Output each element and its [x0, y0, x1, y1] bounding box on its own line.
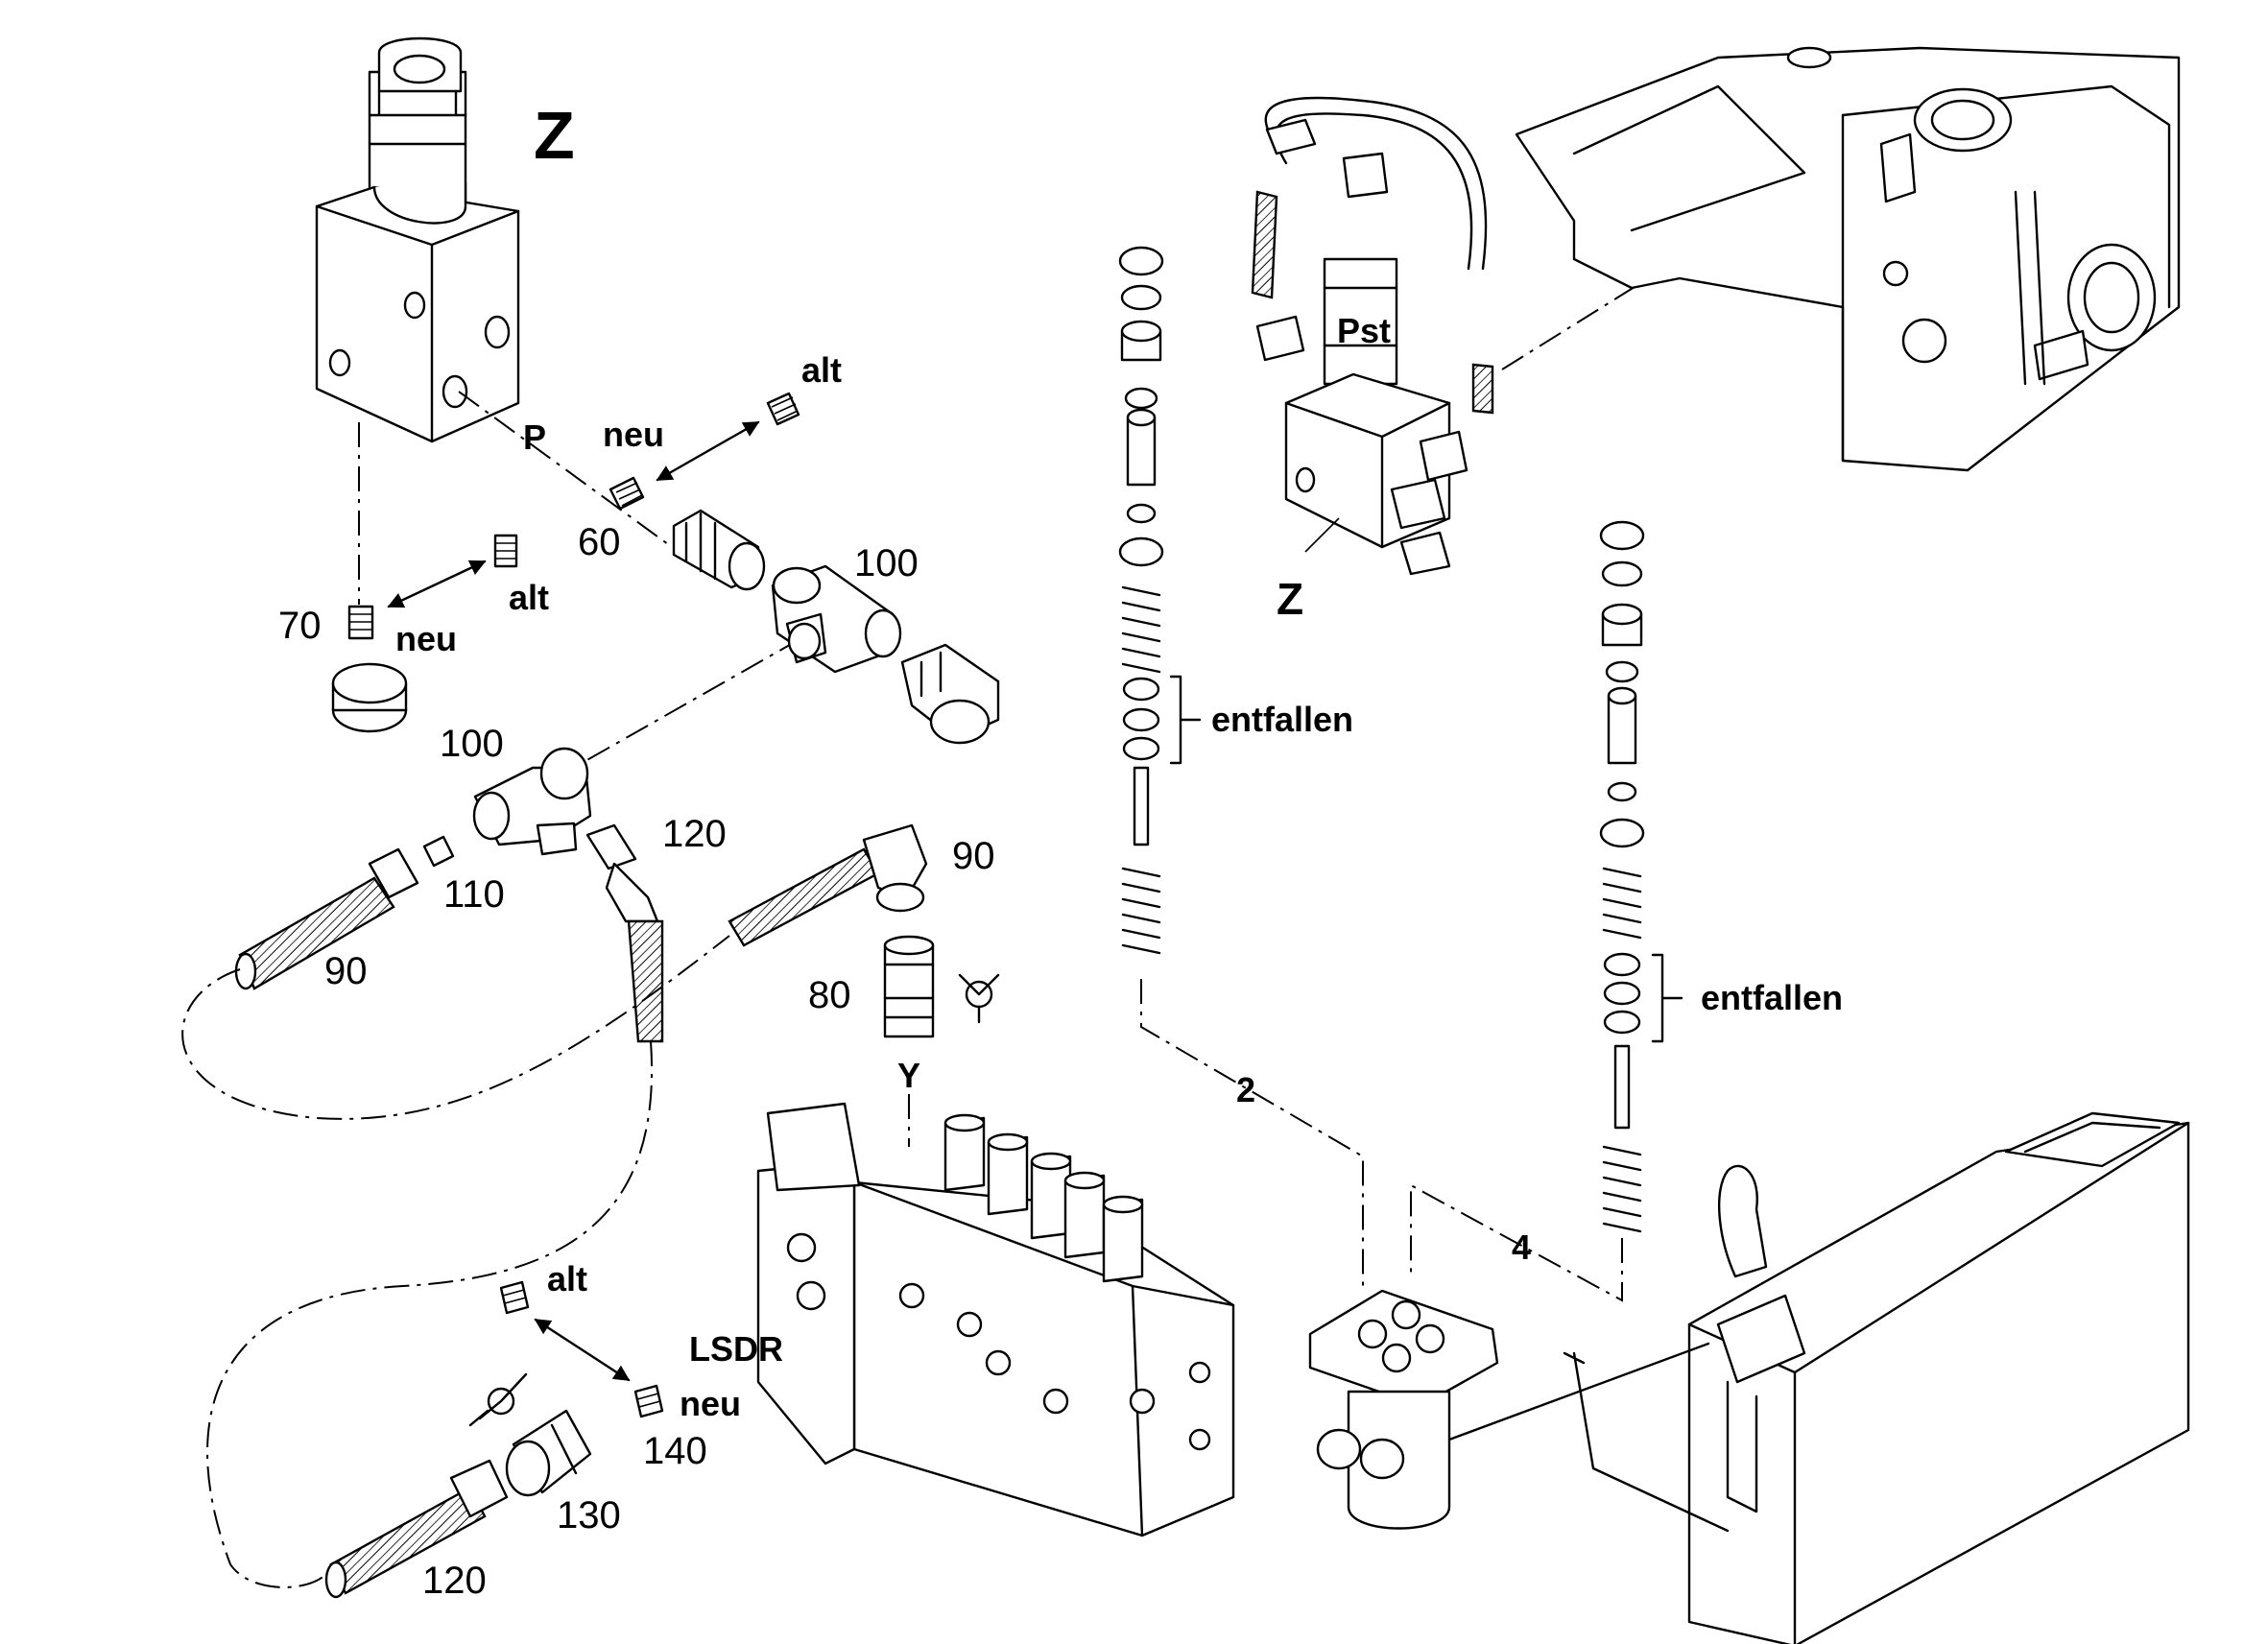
pressure-valve-z	[315, 36, 520, 443]
link-pilot-to-console	[1447, 1342, 1710, 1441]
leader-4	[1410, 1183, 1623, 1302]
machine-frame	[1515, 46, 2181, 472]
nozzle-110	[422, 835, 455, 868]
joystick-console	[1687, 1111, 2190, 1644]
label-4: 4	[1512, 1227, 1531, 1267]
loop-hose-lower	[206, 1040, 654, 1588]
label-entfallen-2: entfallen	[1701, 978, 1843, 1017]
plug	[331, 662, 408, 733]
label-lsdr: LSDR	[689, 1329, 783, 1369]
label-140: 140	[643, 1430, 707, 1472]
label-80: 80	[808, 974, 851, 1016]
hose-90-right	[728, 823, 928, 947]
tee-fitting-100-lower	[472, 747, 592, 856]
label-120-lower: 120	[422, 1560, 487, 1602]
nozzle-140	[633, 1384, 664, 1418]
bracket-entfallen-2	[1651, 953, 1683, 1043]
check-valve-symbol-upper	[958, 973, 1000, 1024]
label-60: 60	[578, 521, 621, 563]
pilot-control-valve	[1308, 1289, 1499, 1530]
hose-120-bend	[585, 823, 664, 1043]
tee-fitting-100-upper	[771, 564, 902, 674]
label-neu-top: neu	[603, 415, 664, 454]
check-valve-symbol-lower	[468, 1372, 528, 1427]
label-z-top: Z	[534, 98, 575, 173]
label-2: 2	[1236, 1070, 1255, 1109]
nozzle-alt-top	[766, 392, 800, 426]
label-alt-bottom: alt	[547, 1259, 587, 1299]
label-120-upper: 120	[662, 813, 727, 855]
label-100-upper: 100	[854, 542, 919, 584]
label-130: 130	[557, 1494, 621, 1537]
straight-fitting	[672, 509, 766, 591]
fitting-130	[505, 1409, 592, 1497]
nozzle-60	[609, 476, 645, 511]
elbow-fitting	[900, 643, 1000, 745]
label-90-left: 90	[324, 950, 368, 992]
label-100-lower: 100	[440, 723, 504, 765]
leader-tee-tee	[556, 637, 802, 778]
label-110: 110	[443, 873, 505, 916]
label-90-right: 90	[952, 835, 995, 877]
label-alt-top: alt	[801, 350, 842, 390]
hose-90-left	[234, 847, 419, 990]
label-neu-left: neu	[395, 619, 457, 658]
label-70: 70	[278, 605, 322, 647]
control-valve-block	[756, 1102, 1235, 1537]
bracket-entfallen-1	[1169, 675, 1202, 765]
nozzle-alt-bottom	[499, 1280, 530, 1315]
label-neu-bottom: neu	[680, 1384, 741, 1423]
arrow-neu-alt-top	[656, 420, 760, 482]
arrow-neu-alt-left	[387, 560, 487, 608]
label-pst: Pst	[1337, 311, 1391, 350]
arrow-neu-alt-bottom	[534, 1318, 631, 1382]
label-y: Y	[897, 1056, 920, 1095]
label-entfallen-1: entfallen	[1211, 700, 1353, 739]
nozzle-alt-left	[493, 534, 518, 568]
pressure-assembly-pst	[1251, 96, 1494, 576]
spool-stack-1	[1118, 246, 1164, 955]
spool-stack-2	[1599, 520, 1645, 1233]
leader-z-bottom	[1304, 517, 1340, 553]
label-alt-left: alt	[509, 578, 549, 617]
fitting-80	[883, 935, 935, 1038]
hose-120-lower	[324, 1459, 509, 1599]
leader-2	[1140, 979, 1364, 1286]
label-z-bottom: Z	[1277, 574, 1303, 624]
label-p: P	[523, 417, 546, 457]
nozzle-70	[347, 605, 374, 640]
loop-hose-left	[181, 935, 730, 1120]
